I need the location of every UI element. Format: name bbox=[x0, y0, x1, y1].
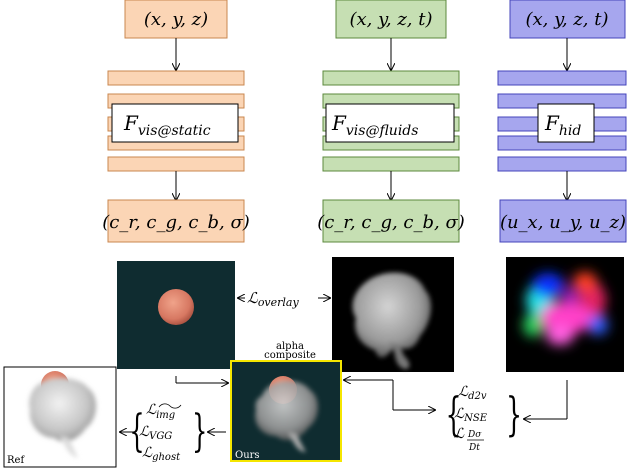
svg-text:ℒNSE: ℒNSE bbox=[454, 406, 488, 424]
svg-text:ℒVGG: ℒVGG bbox=[139, 424, 172, 442]
svg-text:ℒd2v: ℒd2v bbox=[458, 384, 487, 402]
static-input-box bbox=[124, 0, 228, 39]
hidden-output-label: (u_x, u_y, u_z) bbox=[500, 212, 626, 233]
ref-label: Ref bbox=[7, 455, 25, 466]
physics-losses: { ℒd2v ℒNSE ℒ Dσ Dt } bbox=[446, 384, 523, 453]
hidden-input-box bbox=[509, 0, 626, 39]
overlay-loss: ℒoverlay bbox=[238, 289, 330, 309]
ref-image: Ref bbox=[3, 366, 117, 468]
static-output-box bbox=[107, 199, 245, 243]
static-network-label: Fvis@static bbox=[123, 111, 211, 139]
svg-text:Dt: Dt bbox=[468, 443, 480, 453]
sphere bbox=[158, 289, 194, 325]
hidden-output-box bbox=[499, 199, 627, 243]
alpha-composite-label-2: composite bbox=[264, 350, 316, 361]
hidden-input-label: (x, y, z, t) bbox=[525, 9, 608, 30]
static-network-label-box bbox=[111, 103, 239, 143]
svg-text:ℒghost: ℒghost bbox=[142, 445, 181, 463]
fluids-column: (x, y, z, t) Fvis@fluids (c_r, c_g, c_b,… bbox=[317, 0, 465, 243]
svg-text:Dσ: Dσ bbox=[467, 430, 482, 440]
static-input-label: (x, y, z) bbox=[144, 9, 208, 30]
image-losses: { ℒimg ℒVGG ℒghost } bbox=[120, 402, 226, 463]
fluids-input-box bbox=[335, 0, 447, 39]
static-column: (x, y, z) Fvis@static (c_r, c_g, c_b, σ) bbox=[102, 0, 250, 243]
alpha-composite-label: alpha bbox=[276, 341, 304, 352]
fluids-output-label: (c_r, c_g, c_b, σ) bbox=[317, 212, 465, 233]
svg-text:}: } bbox=[192, 406, 207, 457]
svg-text:{: { bbox=[446, 388, 462, 441]
svg-text:ℒ: ℒ bbox=[454, 426, 465, 442]
static-render-image bbox=[117, 261, 235, 369]
svg-text:ℒoverlay: ℒoverlay bbox=[247, 289, 299, 309]
velocity-to-physics-arrow bbox=[524, 380, 568, 419]
fluids-network-label-box bbox=[325, 103, 455, 143]
static-to-ours-arrow bbox=[175, 376, 228, 383]
svg-text:}: } bbox=[506, 388, 522, 441]
ours-image: Ours bbox=[230, 360, 342, 462]
hidden-column: (x, y, z, t) Fhid (u_x, u_y, u_z) bbox=[497, 0, 627, 243]
static-output-label: (c_r, c_g, c_b, σ) bbox=[102, 212, 250, 233]
hidden-network-label-box bbox=[537, 103, 595, 143]
fluids-network-label: Fvis@fluids bbox=[331, 111, 418, 139]
svg-text:{: { bbox=[129, 406, 144, 457]
ours-label: Ours bbox=[235, 450, 260, 461]
fluid-to-physics-arrow bbox=[392, 380, 435, 410]
hidden-network-label: Fhid bbox=[544, 111, 581, 139]
fluids-output-box bbox=[322, 199, 460, 243]
fluids-input-label: (x, y, z, t) bbox=[349, 9, 432, 30]
velocity-render-image bbox=[506, 257, 624, 372]
fluid-render-image bbox=[332, 257, 454, 372]
